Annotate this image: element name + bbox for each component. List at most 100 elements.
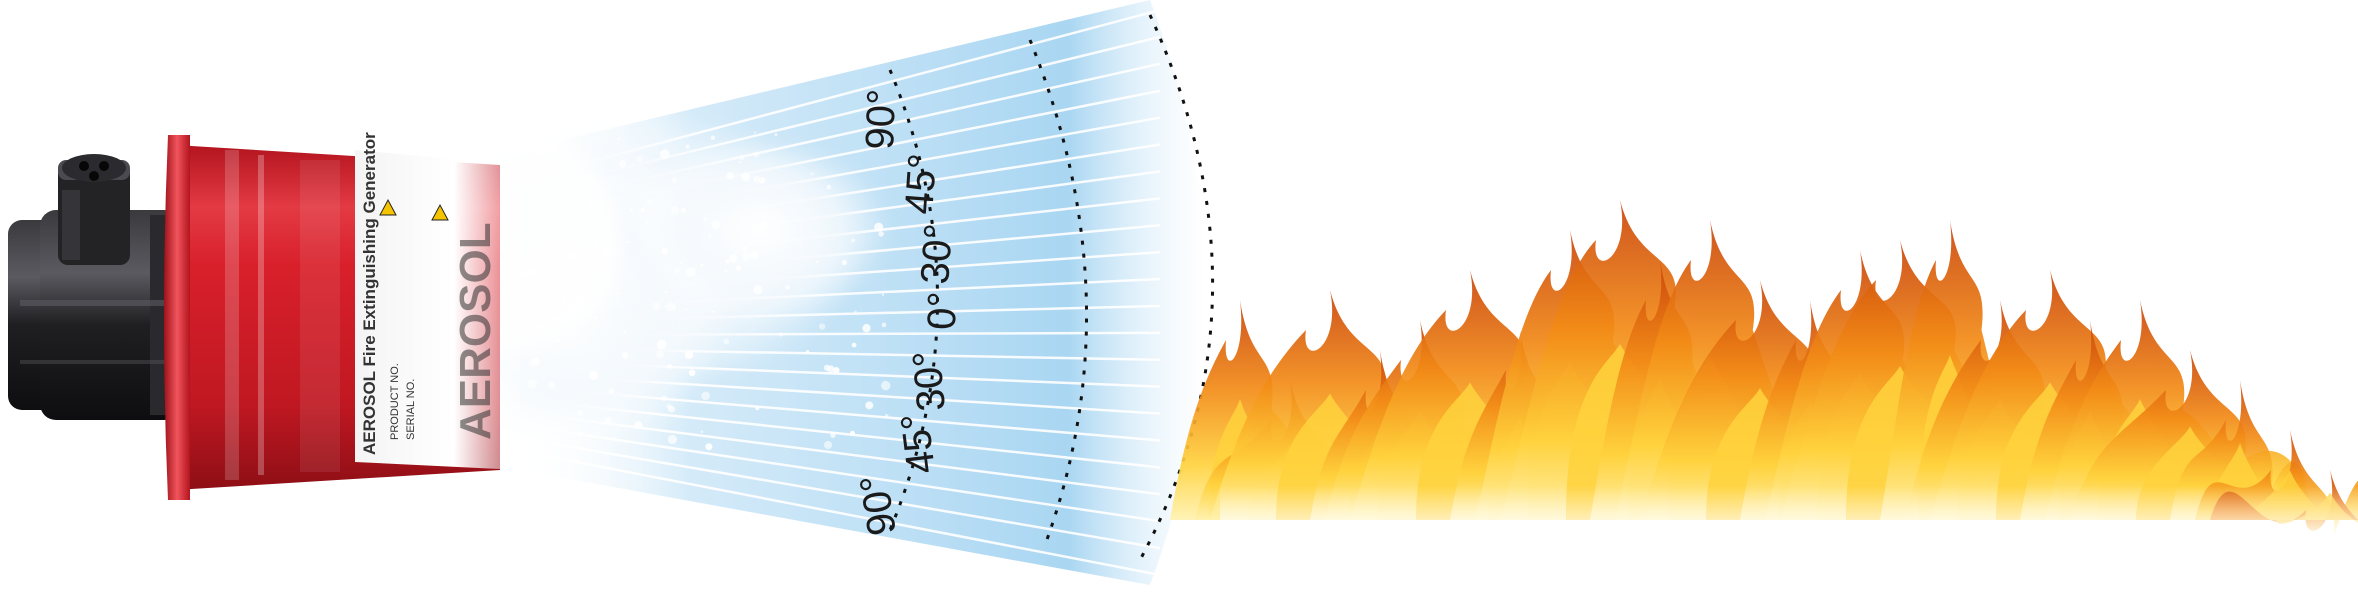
cloud-speck — [661, 247, 668, 254]
cloud-speck — [545, 126, 555, 136]
cloud-speck — [841, 259, 847, 266]
cloud-speck — [735, 265, 742, 271]
angle-label-bottom-90: 90° — [852, 472, 905, 539]
angle-labels: 90° 45° 30° 0° 30° 45° 90° — [852, 88, 965, 538]
connector-plug — [58, 154, 130, 265]
cloud-speck — [527, 379, 538, 389]
cloud-speck — [753, 175, 761, 184]
canister-label-title: AEROSOL Fire Extinguishing Generator — [360, 132, 379, 455]
cloud-speck — [652, 302, 660, 310]
angle-arc-outer — [1138, 14, 1215, 561]
cloud-speck — [602, 248, 612, 259]
cloud-speck — [679, 261, 682, 264]
cloud-speck — [723, 338, 730, 345]
cloud-speck — [701, 391, 710, 401]
cloud-speck — [667, 364, 672, 369]
cloud-speck — [884, 413, 889, 418]
cloud-speck — [880, 380, 891, 391]
cloud-speck — [881, 322, 887, 328]
cloud-speck — [665, 304, 668, 307]
cloud-speck — [590, 435, 594, 438]
cloud-speck — [549, 140, 553, 144]
cloud-speck — [810, 172, 814, 176]
cloud-speck — [684, 350, 694, 360]
cloud-speck — [660, 149, 670, 160]
cloud-speck — [783, 231, 786, 234]
cloud-speck — [636, 155, 643, 163]
cloud-speck — [579, 431, 583, 436]
cloud-speck — [534, 198, 540, 205]
cloud-speck — [621, 351, 629, 359]
generator-housing — [8, 154, 185, 420]
cloud-speck — [725, 259, 730, 264]
cloud-speck — [684, 307, 688, 311]
cloud-speck — [593, 240, 599, 246]
cloud-speck — [525, 233, 529, 237]
cloud-speck — [734, 251, 738, 255]
cloud-speck — [826, 184, 832, 190]
cloud-speck — [742, 246, 747, 251]
warning-icon — [379, 198, 449, 221]
cloud-speck — [818, 323, 826, 330]
cloud-speck — [645, 219, 648, 222]
cloud-speck — [700, 430, 704, 434]
canister-label: AEROSOL Fire Extinguishing Generator PRO… — [355, 132, 520, 470]
cloud-speck — [571, 307, 579, 315]
cloud-speck — [549, 141, 559, 151]
angle-label-bottom-30: 30° — [905, 349, 954, 413]
cloud-speck — [686, 267, 696, 277]
cloud-speck — [671, 206, 680, 215]
cloud-speck — [758, 177, 766, 184]
cloud-speck — [705, 443, 713, 451]
cloud-speck — [876, 128, 882, 133]
cloud-speck — [666, 403, 672, 410]
cloud-speck — [626, 240, 630, 244]
cloud-speck — [711, 220, 721, 229]
cloud-speck — [685, 144, 690, 149]
cloud-speck — [616, 292, 620, 295]
cloud-speck — [525, 267, 536, 277]
cloud-speck — [749, 251, 758, 260]
cloud-speck — [629, 208, 634, 213]
cloud-speck — [758, 220, 768, 229]
cloud-speck — [824, 440, 833, 450]
cloud-speck — [753, 285, 763, 295]
cloud-speck — [656, 350, 665, 359]
cloud-speck — [548, 442, 555, 449]
cloud-speck — [878, 231, 884, 237]
cloud-speck — [815, 260, 819, 264]
cloud-speck — [874, 222, 884, 232]
cloud-speck — [647, 198, 653, 204]
cloud-speck — [881, 293, 885, 296]
cloud-speck — [602, 448, 605, 451]
cloud-speck — [753, 151, 760, 158]
cloud-speck — [755, 406, 760, 411]
cloud-speck — [674, 268, 680, 274]
cloud-speck — [608, 388, 615, 395]
cloud-speck — [532, 130, 541, 139]
cloud-speck — [785, 285, 790, 290]
cloud-speck — [851, 238, 856, 243]
cloud-speck — [862, 323, 871, 333]
cloud-speck — [578, 293, 586, 301]
flames — [1170, 200, 2358, 540]
cloud-speck — [741, 252, 751, 262]
cloud-speck — [640, 207, 646, 213]
red-canister: AEROSOL Fire Extinguishing Generator PRO… — [164, 132, 520, 500]
cloud-speck — [566, 252, 575, 260]
angle-arc-inner — [888, 69, 939, 531]
angle-arc-middle — [1028, 39, 1089, 546]
cloud-speck — [805, 349, 810, 354]
cloud-speck — [623, 330, 627, 334]
cloud-speck — [555, 338, 560, 343]
angle-label-0: 0° — [920, 291, 965, 330]
spray-streak — [539, 427, 1161, 523]
angle-label-top-30: 30° — [913, 222, 961, 285]
cloud-speck — [540, 181, 545, 186]
cloud-speck — [522, 286, 528, 292]
angle-label-top-90: 90° — [858, 88, 904, 150]
cloud-speck — [681, 207, 687, 213]
cloud-speck — [561, 296, 567, 302]
cloud-speck — [865, 401, 874, 410]
